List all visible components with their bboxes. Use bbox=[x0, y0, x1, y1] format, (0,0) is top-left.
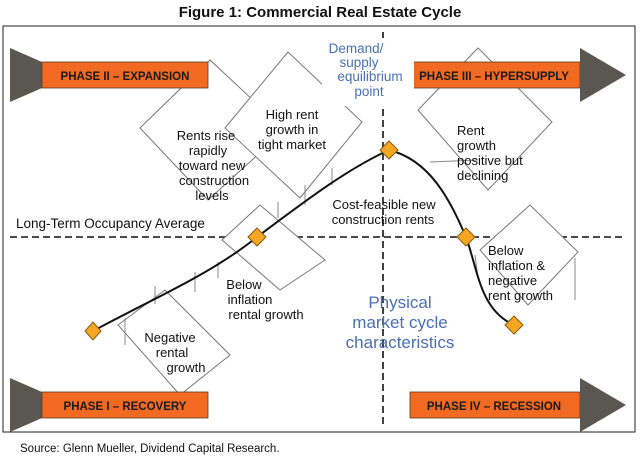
phase-hypersupply-arrow: PHASE III – HYPERSUPPLY bbox=[409, 48, 626, 102]
svg-text:growth: growth bbox=[166, 360, 205, 375]
center-label: Physical market cycle characteristics bbox=[346, 293, 455, 352]
svg-text:supply: supply bbox=[339, 55, 378, 70]
annotation-cost-feasible: Cost-feasible new construction rents bbox=[332, 197, 437, 227]
svg-text:growth: growth bbox=[457, 138, 496, 153]
svg-text:inflation &: inflation & bbox=[488, 258, 545, 273]
svg-text:Below: Below bbox=[226, 277, 262, 292]
annotation-below-inflation-negative: Below inflation & negative rent growth bbox=[488, 243, 553, 303]
svg-text:tight market: tight market bbox=[258, 137, 326, 152]
cycle-curve bbox=[92, 148, 515, 332]
annotation-rents-rise: Rents rise rapidly toward new constructi… bbox=[177, 128, 249, 203]
diagram-border bbox=[2, 25, 636, 433]
svg-text:growth in: growth in bbox=[266, 122, 319, 137]
svg-text:Negative: Negative bbox=[144, 330, 195, 345]
svg-text:positive but: positive but bbox=[457, 153, 523, 168]
svg-text:Rents rise: Rents rise bbox=[177, 128, 236, 143]
callout-below-inflation-negative bbox=[479, 204, 579, 306]
svg-text:Physical: Physical bbox=[368, 293, 431, 312]
svg-text:Demand/: Demand/ bbox=[329, 41, 384, 56]
svg-text:High rent: High rent bbox=[266, 107, 319, 122]
equilibrium-label: Demand/ supply equilibrium point bbox=[322, 38, 414, 106]
occupancy-average-label: Long-Term Occupancy Average bbox=[16, 216, 205, 231]
marker-hypersupply-cross bbox=[456, 227, 476, 247]
svg-text:declining: declining bbox=[457, 168, 508, 183]
annotation-below-inflation-rental: Below inflation rental growth bbox=[226, 277, 303, 322]
annotation-rent-growth-declining: Rent growth positive but declining bbox=[457, 123, 523, 183]
svg-text:inflation: inflation bbox=[228, 292, 273, 307]
annotation-high-rent: High rent growth in tight market bbox=[258, 107, 326, 152]
svg-text:rental growth: rental growth bbox=[228, 307, 303, 322]
svg-text:market cycle: market cycle bbox=[352, 313, 447, 332]
svg-text:levels: levels bbox=[195, 188, 229, 203]
svg-text:rent growth: rent growth bbox=[488, 288, 553, 303]
svg-text:rental: rental bbox=[156, 345, 189, 360]
svg-text:characteristics: characteristics bbox=[346, 333, 455, 352]
annotation-negative-rental: Negative rental growth bbox=[144, 330, 205, 375]
svg-text:point: point bbox=[354, 84, 384, 99]
source-note: Source: Glenn Mueller, Dividend Capital … bbox=[20, 443, 280, 455]
marker-expansion-cross bbox=[247, 227, 267, 247]
marker-peak bbox=[379, 140, 399, 160]
phase-recovery-label: PHASE I – RECOVERY bbox=[64, 401, 187, 413]
svg-text:rapidly: rapidly bbox=[189, 143, 228, 158]
phase-recession-label: PHASE IV – RECESSION bbox=[427, 401, 561, 413]
svg-text:Rent: Rent bbox=[457, 123, 485, 138]
svg-text:Below: Below bbox=[488, 243, 524, 258]
callout-high-rent bbox=[224, 51, 363, 199]
marker-trough-end bbox=[504, 315, 524, 335]
svg-text:toward new: toward new bbox=[179, 158, 246, 173]
svg-text:construction rents: construction rents bbox=[332, 212, 435, 227]
svg-text:Cost-feasible new: Cost-feasible new bbox=[332, 197, 436, 212]
phase-expansion-label: PHASE II – EXPANSION bbox=[61, 71, 190, 83]
marker-trough-start bbox=[84, 321, 102, 341]
phase-expansion-arrow: PHASE II – EXPANSION bbox=[10, 48, 209, 102]
callout-below-inflation-rental bbox=[221, 204, 326, 291]
svg-text:equilibrium: equilibrium bbox=[337, 69, 402, 84]
svg-text:negative: negative bbox=[488, 273, 537, 288]
phase-hypersupply-label: PHASE III – HYPERSUPPLY bbox=[419, 71, 569, 83]
svg-text:construction: construction bbox=[179, 173, 249, 188]
phase-recession-arrow: PHASE IV – RECESSION bbox=[409, 378, 626, 432]
phase-recovery-arrow: PHASE I – RECOVERY bbox=[10, 378, 209, 432]
figure-title: Figure 1: Commercial Real Estate Cycle bbox=[178, 4, 462, 21]
